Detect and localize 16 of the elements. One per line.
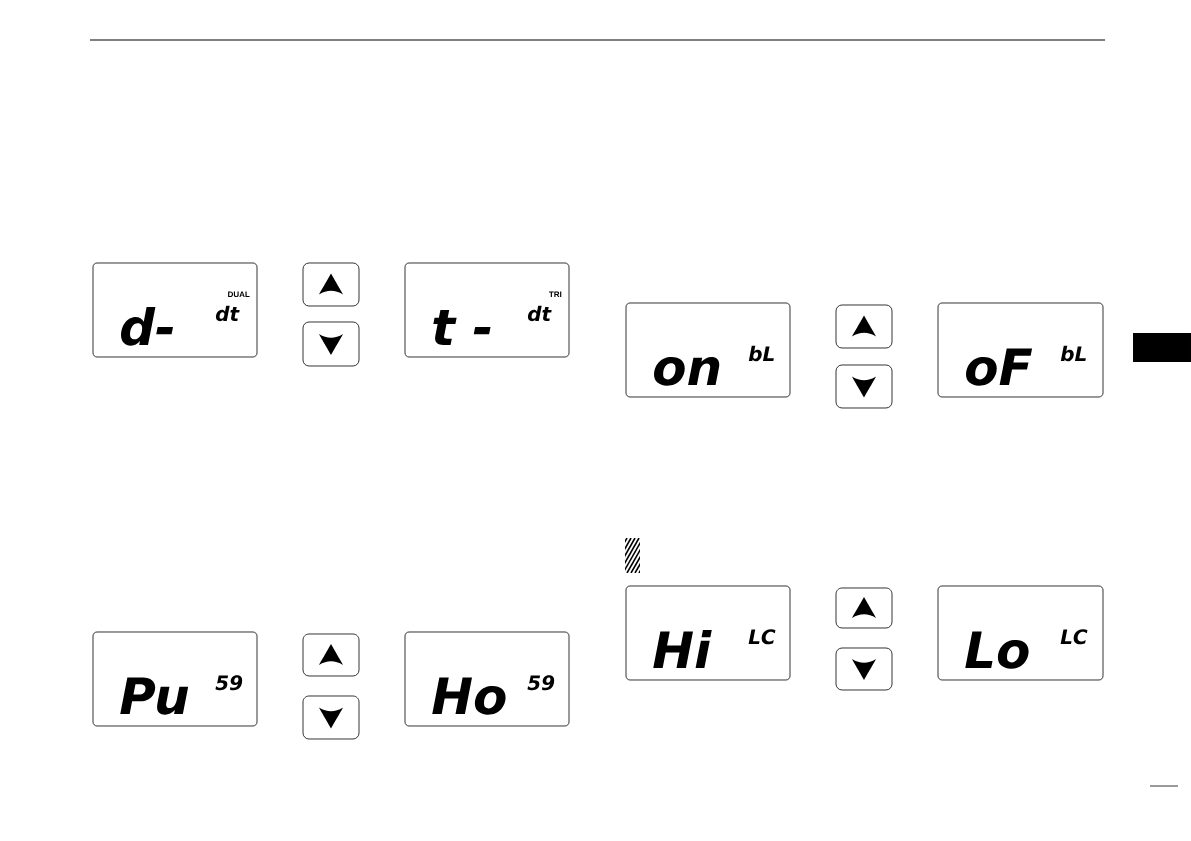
lcd-display: Hi LC [625, 585, 791, 681]
up-button [835, 587, 893, 629]
lcd-display: Pu 59 [92, 631, 258, 727]
lcd-display: d- DUAL dt [92, 262, 258, 358]
down-button [302, 321, 360, 367]
lcd-display: t - TRI dt [404, 262, 570, 358]
down-button [302, 695, 360, 740]
up-button [302, 633, 360, 677]
lcd-display: Lo LC [937, 585, 1104, 681]
lcd-display: Ho 59 [404, 631, 570, 727]
lcd-display: on bL [625, 302, 791, 398]
down-button [835, 647, 893, 691]
down-button [835, 364, 893, 409]
up-button [835, 304, 893, 349]
up-button [302, 262, 360, 307]
lcd-display: oF bL [937, 302, 1104, 398]
